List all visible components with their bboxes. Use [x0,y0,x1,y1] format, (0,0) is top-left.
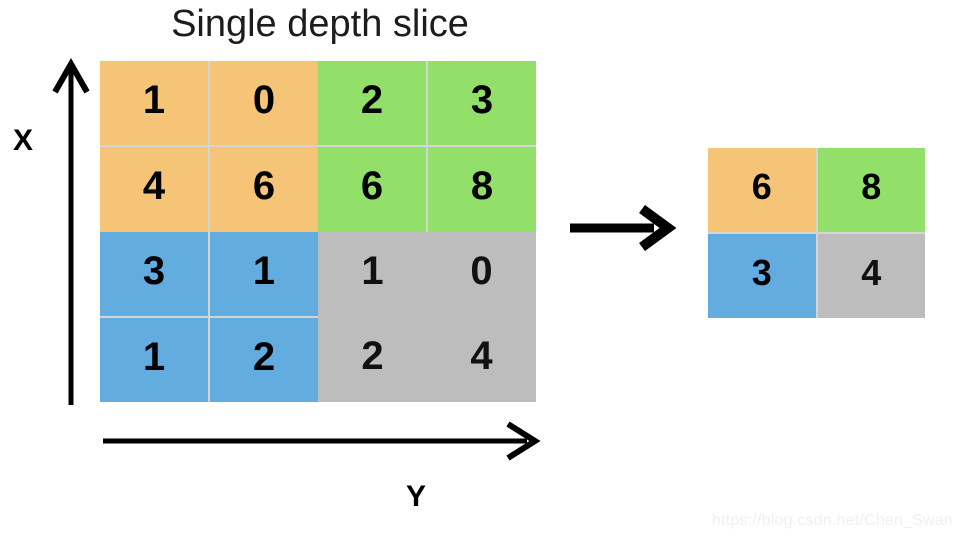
output-cell: 8 [817,148,925,232]
quadrant-top-right: 2 3 6 8 [318,61,536,232]
grid-cell: 0 [210,61,318,146]
quadrant-bottom-right: 1 0 2 4 [318,231,536,402]
quadrant-top-left: 1 0 4 6 [100,61,318,232]
output-cell: 6 [708,148,816,232]
page-title: Single depth slice [171,3,469,45]
quadrant-bottom-left: 3 1 1 2 [100,231,318,402]
grid-cell: 0 [427,231,536,317]
input-grid: 1 0 4 6 2 3 6 8 3 1 1 2 1 0 2 4 [100,61,536,402]
grid-cell: 2 [318,316,427,402]
output-grid: 6 8 3 4 [708,148,925,318]
x-axis-label: X [13,124,34,157]
grid-cell: 3 [428,61,536,146]
grid-cell: 6 [210,147,318,232]
transition-arrow-icon [570,205,677,251]
grid-cell: 2 [210,317,318,402]
grid-cell: 1 [100,61,208,146]
grid-cell: 6 [318,147,426,232]
grid-cell: 3 [100,231,208,316]
grid-cell: 1 [100,317,208,402]
grid-cell: 4 [100,147,208,232]
grid-cell: 1 [210,231,318,316]
grid-cell: 2 [318,61,426,146]
output-cell: 3 [708,234,816,318]
grid-cell: 8 [428,147,536,232]
grid-cell: 4 [427,316,536,402]
y-axis-label: Y [406,480,427,513]
x-axis-arrow-icon [52,57,90,405]
watermark: https://blog.csdn.net/Chen_Swan [712,512,954,529]
output-cell: 4 [817,234,925,318]
grid-cell: 1 [318,231,427,317]
y-axis-arrow-icon [103,421,541,461]
